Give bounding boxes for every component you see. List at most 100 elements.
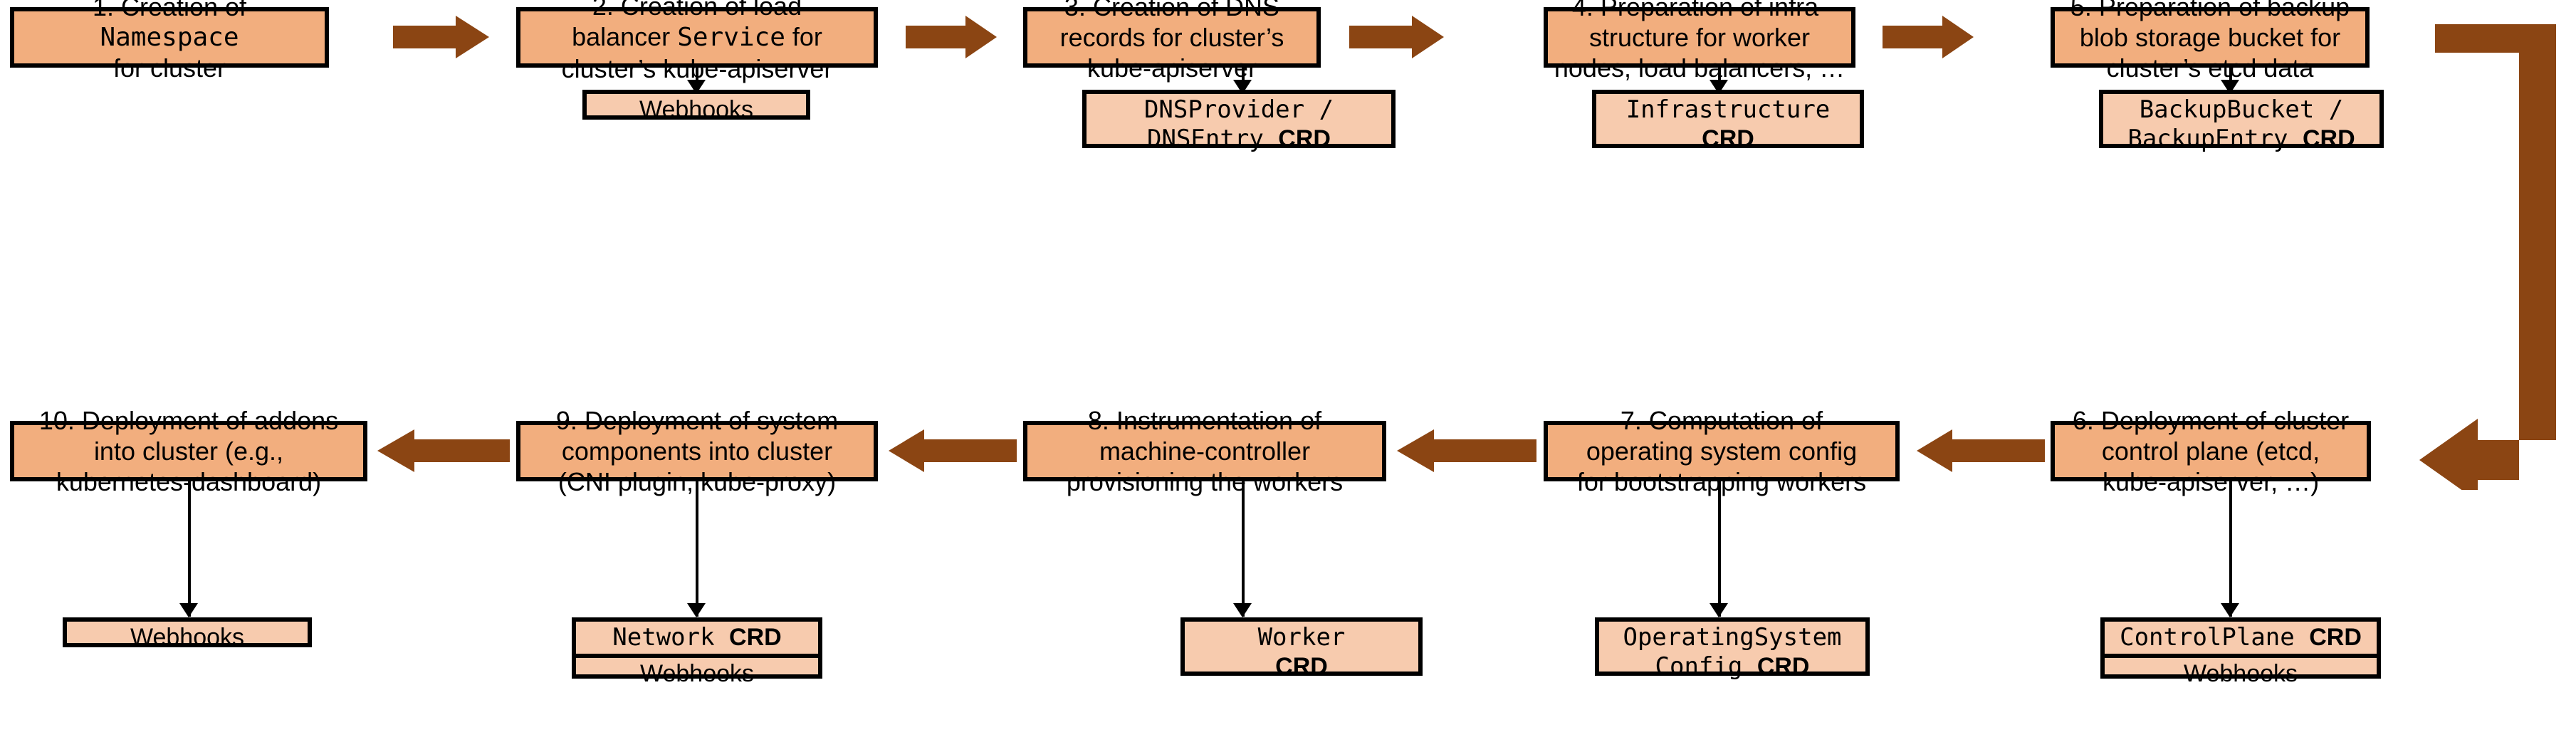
step-box-7[interactable]: 7. Computation of operating system confi… (1544, 406, 1900, 496)
resource-crd-tag: CRD (2302, 125, 2355, 153)
resource-cell: BackupBucket / BackupEntry CRD (2103, 94, 2379, 156)
step-1-line-1: 1. Creation of (92, 0, 247, 21)
connector-line-step7 (1718, 481, 1721, 617)
resource-box-step7[interactable]: OperatingSystem Config CRD (1595, 617, 1870, 681)
resource-cell: Webhooks (67, 622, 308, 654)
step-9-line-1: 9. Deployment of system (555, 405, 839, 435)
step-box-9[interactable]: 9. Deployment of system components into … (516, 406, 878, 496)
step-4-line-2: structure for worker (1588, 22, 1811, 52)
resource-box-step5[interactable]: BackupBucket / BackupEntry CRD (2099, 90, 2384, 153)
resource-kind: ControlPlane (2120, 623, 2310, 652)
step-8-line-1: 8. Instrumentation of (1087, 405, 1322, 435)
step-3-line-2: records for cluster’s (1059, 22, 1284, 52)
flow-arrow-6-to-7 (1917, 429, 2045, 472)
resource-cell: Worker CRD (1185, 622, 1418, 684)
resource-cell: Webhooks (587, 94, 806, 126)
resource-box-step10[interactable]: Webhooks (63, 617, 312, 651)
connector-arrowhead-step6 (2221, 603, 2239, 617)
step-3-line-1: 3. Creation of DNS (1064, 0, 1280, 21)
step-box-6[interactable]: 6. Deployment of cluster control plane (… (2051, 406, 2371, 496)
step-7-line-1: 7. Computation of (1620, 405, 1823, 435)
step-5-line-3: cluster’s etcd data (2106, 53, 2314, 83)
resource-kind: Network (612, 623, 730, 652)
resource-box-step2[interactable]: Webhooks (582, 90, 810, 123)
resource-label-line-1: ControlPlane CRD (2120, 623, 2362, 652)
step-6-line-3: kube-apiserver, …) (2102, 467, 2320, 497)
step-8-line-2: machine-controller (1099, 436, 1311, 466)
step-2-line-2-part-c: for (785, 22, 822, 52)
step-7-line-2: operating system config (1586, 436, 1858, 466)
step-9-line-2: components into cluster (561, 436, 833, 466)
step-5-line-2: blob storage bucket for (2079, 22, 2341, 52)
resource-box-step8[interactable]: Worker CRD (1180, 617, 1423, 680)
step-1-line-3: for cluster (112, 53, 226, 83)
resource-label-line-1: Infrastructure (1625, 95, 1831, 124)
connector-line-step3 (1242, 68, 1245, 89)
resource-cell: OperatingSystem Config CRD (1599, 622, 1865, 684)
resource-cell: DNSProvider / DNSEntry CRD (1087, 94, 1391, 156)
step-2-line-2: balancer Service for (572, 21, 822, 53)
resource-box-step9[interactable]: Network CRD Webhooks (572, 617, 822, 687)
step-10-line-1: 10. Deployment of addons (38, 405, 339, 435)
step-8-line-3: provisioning the workers (1066, 467, 1344, 497)
step-3-line-3: kube-apiserver (1087, 53, 1257, 83)
step-6-line-2: control plane (etcd, (2101, 436, 2320, 466)
connector-line-step9 (696, 481, 698, 617)
resource-kind: DNSEntry (1147, 125, 1279, 154)
step-box-4[interactable]: 4. Preparation of infra- structure for w… (1544, 0, 1855, 83)
step-box-2[interactable]: 2. Creation of load balancer Service for… (516, 0, 878, 83)
resource-label-line-2: BackupEntry CRD (2127, 125, 2355, 154)
step-6-line-1: 6. Deployment of cluster (2072, 405, 2350, 435)
step-10-line-2: into cluster (e.g., (93, 436, 284, 466)
step-7-line-3: for bootstrapping workers (1576, 467, 1867, 497)
step-2-line-2-part-a: balancer (572, 22, 678, 52)
flow-arrow-4-to-5 (1883, 16, 1974, 58)
resource-crd-tag: CRD (1275, 653, 1328, 681)
connector-arrowhead-step8 (1233, 603, 1252, 617)
connector-arrowhead-step7 (1710, 603, 1728, 617)
connector-arrowhead-step10 (179, 603, 198, 617)
connector-line-step6 (2229, 481, 2232, 617)
step-2-line-1: 2. Creation of load (592, 0, 802, 21)
resource-label: Webhooks (2183, 660, 2298, 688)
resource-crd-tag: CRD (729, 624, 782, 651)
step-box-10[interactable]: 10. Deployment of addons into cluster (e… (10, 406, 367, 496)
step-4-line-1: 4. Preparation of infra- (1571, 0, 1828, 21)
flow-arrow-1-to-2 (393, 16, 489, 58)
step-1-line-2: Namespace (100, 22, 239, 52)
resource-label-line-2: Config CRD (1655, 652, 1810, 681)
resource-label-line-1: BackupBucket / (2139, 95, 2344, 124)
flow-arrow-3-to-4 (1349, 16, 1444, 58)
connector-arrowhead-step9 (687, 603, 706, 617)
connector-line-step2 (696, 68, 698, 89)
connector-line-step10 (188, 481, 191, 617)
resource-box-step6[interactable]: ControlPlane CRD Webhooks (2100, 617, 2381, 687)
connector-line-step4 (1718, 68, 1721, 89)
resource-label: Webhooks (639, 660, 755, 688)
resource-label-line-1: DNSProvider / (1143, 95, 1334, 124)
step-box-1[interactable]: 1. Creation of Namespace for cluster (10, 0, 329, 83)
step-box-8[interactable]: 8. Instrumentation of machine-controller… (1023, 406, 1386, 496)
step-2-line-2-part-b: Service (677, 23, 785, 53)
resource-cell-webhooks: Webhooks (2105, 654, 2377, 690)
flow-arrow-8-to-9 (889, 429, 1017, 472)
connector-line-step8 (1242, 481, 1245, 617)
flow-arrow-5-to-6 (2391, 20, 2576, 490)
step-box-5[interactable]: 5. Preparation of backup blob storage bu… (2051, 0, 2370, 83)
resource-cell-crd: Network CRD (576, 622, 818, 654)
resource-box-step3[interactable]: DNSProvider / DNSEntry CRD (1082, 90, 1396, 153)
step-5-line-1: 5. Preparation of backup (2070, 0, 2350, 21)
connector-line-step5 (2229, 68, 2232, 89)
resource-label-line-2: DNSEntry CRD (1147, 125, 1331, 154)
resource-crd-tag: CRD (1756, 653, 1810, 681)
flow-arrow-9-to-10 (377, 429, 510, 472)
resource-label-line-1: OperatingSystem (1623, 623, 1842, 652)
resource-box-step4[interactable]: Infrastructure CRD (1592, 90, 1864, 152)
flow-arrow-2-to-3 (906, 16, 997, 58)
step-box-3[interactable]: 3. Creation of DNS records for cluster’s… (1023, 0, 1321, 83)
step-4-line-3: nodes, load balancers, … (1554, 53, 1845, 83)
resource-cell: Infrastructure CRD (1596, 94, 1860, 156)
resource-label: Webhooks (130, 624, 245, 651)
resource-crd-tag: CRD (2309, 624, 2362, 651)
